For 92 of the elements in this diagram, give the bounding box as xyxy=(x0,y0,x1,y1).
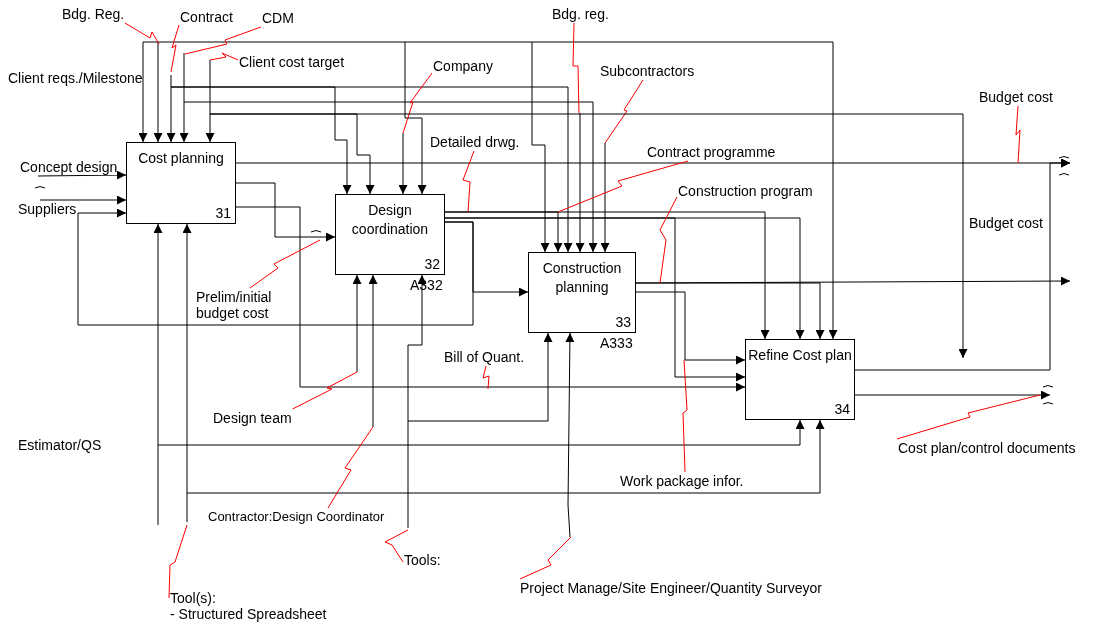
leader-line xyxy=(682,359,688,473)
arrow xyxy=(600,142,610,253)
arrow xyxy=(444,221,529,297)
arrow-label: Suppliers xyxy=(18,201,77,217)
arrow-label: Bdg. Reg. xyxy=(62,6,125,22)
arrow-label: Budget cost xyxy=(969,215,1043,231)
arrow-label: Tool(s): xyxy=(170,590,216,606)
box-number: 34 xyxy=(834,401,850,417)
arrow-label: Tools: xyxy=(404,552,441,568)
leader-line xyxy=(184,26,262,55)
activity-title: Cost planning xyxy=(137,149,225,168)
activity-box xyxy=(126,142,236,224)
leader-line xyxy=(402,72,433,134)
arrow xyxy=(157,419,805,446)
arrow-label: CDM xyxy=(262,10,294,26)
arrow xyxy=(635,282,825,340)
leader-line xyxy=(557,160,689,213)
leader-line xyxy=(209,52,239,61)
leader-line xyxy=(519,536,572,580)
arrow xyxy=(565,332,575,538)
arrow xyxy=(404,41,427,195)
arrow xyxy=(170,86,573,253)
node-reference: A333 xyxy=(600,335,633,351)
leader-line xyxy=(482,365,490,390)
leader-line xyxy=(168,524,188,599)
arrow-label: Company xyxy=(433,58,493,74)
arrow-label: Construction program xyxy=(678,183,813,199)
leader-line xyxy=(327,426,374,509)
activity-title: Construction planning xyxy=(541,259,623,297)
arrow xyxy=(575,112,585,253)
activity-box xyxy=(335,194,445,275)
arrow xyxy=(352,274,362,373)
arrow xyxy=(77,208,474,326)
arrow xyxy=(37,170,127,180)
arrow xyxy=(407,332,553,422)
leader-line xyxy=(604,79,644,144)
arrow xyxy=(39,195,127,205)
arrow-label: Subcontractors xyxy=(600,63,695,79)
activity-title: Design coordination xyxy=(350,201,430,239)
arrow-label: Detailed drwg. xyxy=(430,134,520,150)
arrow-label: Estimator/QS xyxy=(18,437,102,453)
arrow xyxy=(407,274,427,529)
arrow-label: Concept design xyxy=(20,159,118,175)
arrow xyxy=(205,59,215,143)
arrow xyxy=(531,41,550,253)
leader-line xyxy=(1015,105,1021,164)
arrow xyxy=(854,390,1051,400)
arrow-label: Contractor:Design Coordinator xyxy=(208,509,385,525)
arrow xyxy=(138,41,148,143)
arrow-label: Design team xyxy=(213,410,292,426)
leader-line xyxy=(292,371,358,410)
arrow-label: Project Manage/Site Engineer/Quantity Surveyor xyxy=(520,580,822,596)
arrow xyxy=(235,206,746,392)
arrow-label: Contract programme xyxy=(647,144,776,160)
arrow xyxy=(398,132,408,195)
leader-line xyxy=(384,529,409,563)
leader-line xyxy=(124,22,160,45)
arrow xyxy=(635,291,746,365)
arrow xyxy=(153,223,163,526)
arrow-label: Contract xyxy=(180,9,233,25)
arrow xyxy=(183,101,598,253)
leader-line xyxy=(659,196,678,284)
arrow-label: Work package infor. xyxy=(620,473,744,489)
arrow-label: Client cost target xyxy=(239,54,345,70)
arrow-label: Bill of Quant. xyxy=(444,349,525,365)
leader-line xyxy=(170,24,180,73)
leader-line xyxy=(572,22,580,114)
activity-box xyxy=(528,252,636,333)
arrow-label: Client reqs./Milestone xyxy=(8,70,143,86)
arrow-label: Budget cost xyxy=(979,89,1053,105)
leader-line xyxy=(896,394,1041,440)
arrow-label: Bdg. reg. xyxy=(552,6,609,22)
box-number: 32 xyxy=(424,256,440,272)
arrow xyxy=(186,419,825,494)
arrow xyxy=(235,182,336,242)
box-number: 31 xyxy=(215,205,231,221)
arrow xyxy=(444,217,746,382)
activity-box xyxy=(745,339,855,420)
arrow xyxy=(153,41,163,143)
arrow xyxy=(179,52,189,143)
arrow-label: - Structured Spreadsheet xyxy=(170,606,327,622)
arrow xyxy=(368,274,378,428)
leader-line xyxy=(462,150,475,213)
arrow xyxy=(635,276,1071,286)
box-number: 33 xyxy=(615,314,631,330)
arrow xyxy=(166,74,176,143)
arrow xyxy=(182,223,192,523)
arrow-label: Cost plan/control documents xyxy=(898,440,1076,456)
arrow xyxy=(854,158,1071,371)
arrow xyxy=(142,41,838,340)
activity-title: Refine Cost plan xyxy=(748,346,852,365)
leader-line xyxy=(249,239,321,289)
